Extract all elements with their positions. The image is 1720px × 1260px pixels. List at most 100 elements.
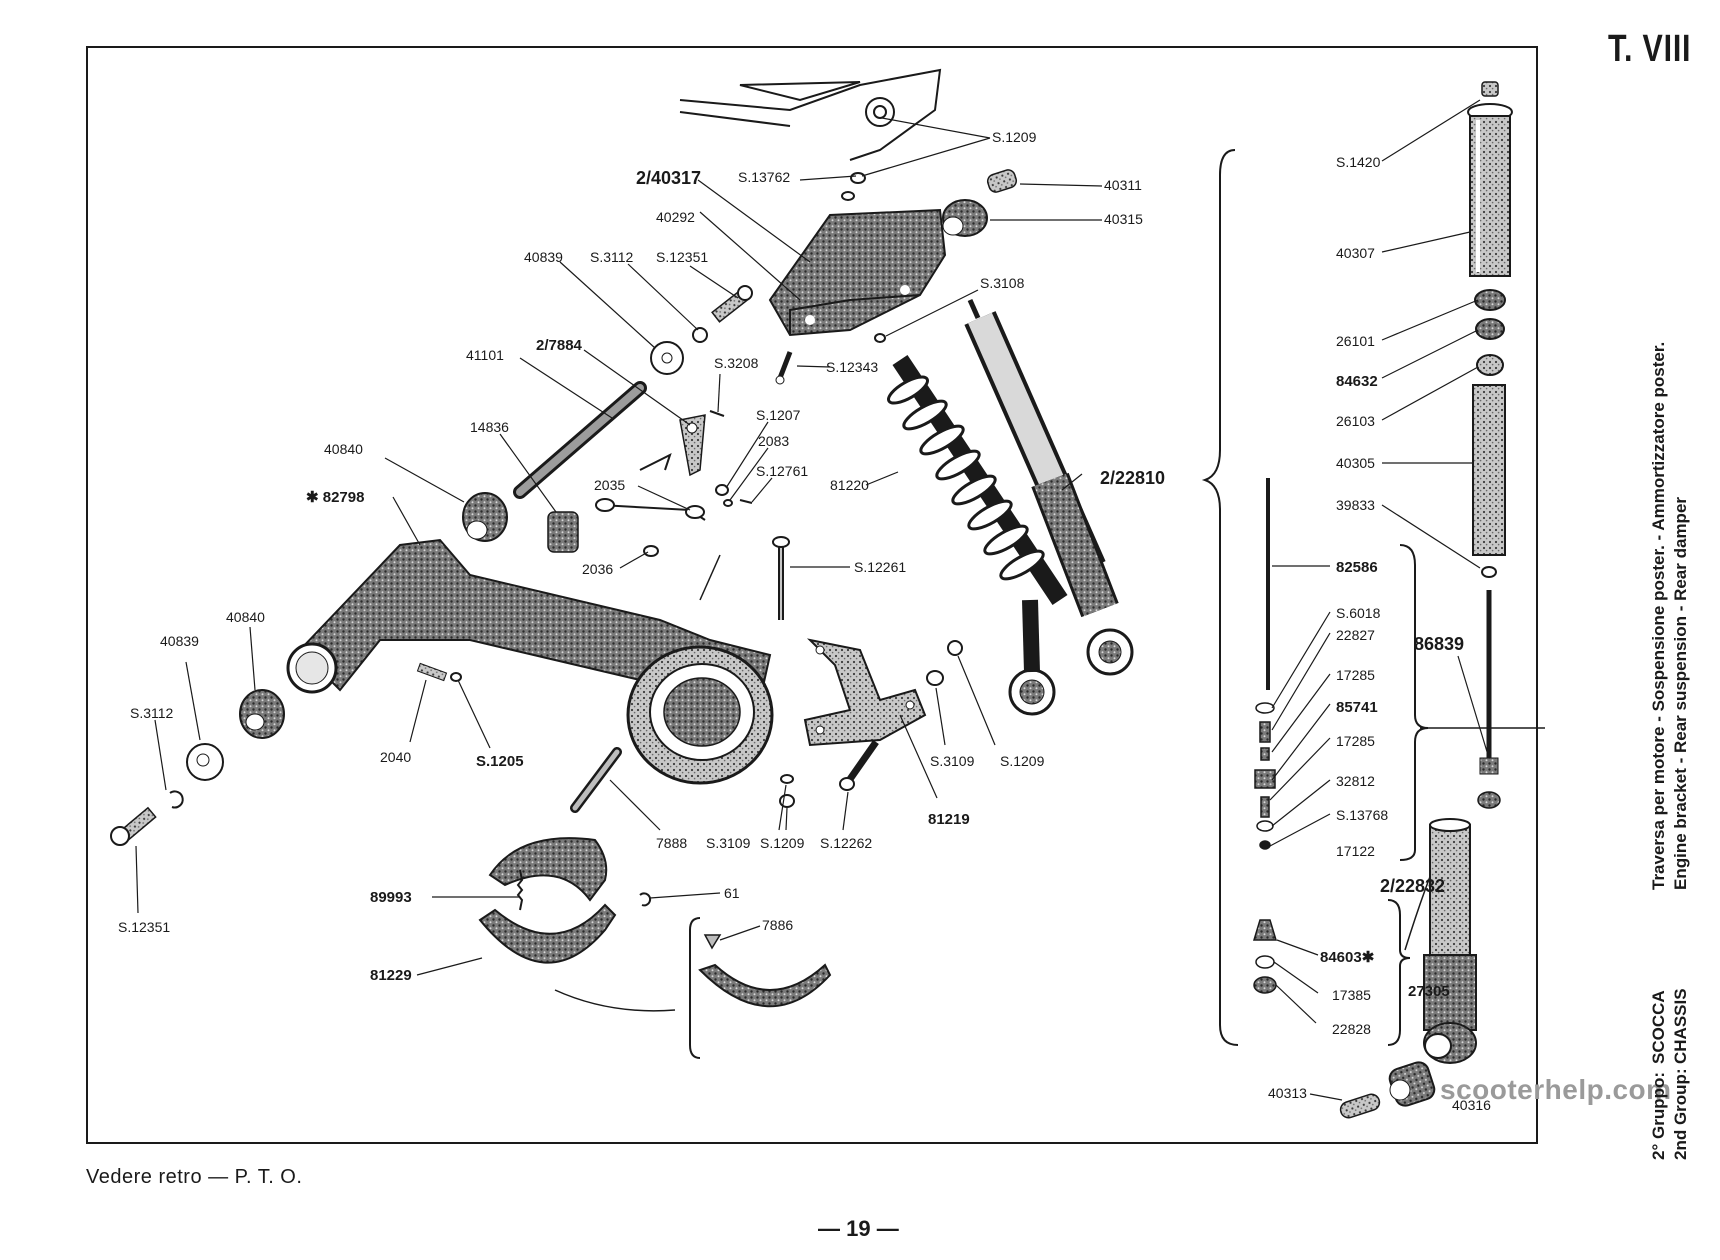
label: S.13768 (1336, 807, 1388, 823)
footer-note: Vedere retro — P. T. O. (86, 1166, 303, 1188)
group-description: Traversa per motore - Sospensione poster… (1649, 341, 1668, 890)
label: 40307 (1336, 245, 1375, 261)
chassis-frame-section (679, 68, 942, 161)
label: 41101 (466, 347, 504, 363)
label: 40316 (1452, 1097, 1491, 1113)
diagram-frame (86, 46, 1538, 1144)
label: 2/22832 (1380, 876, 1445, 896)
label: 39833 (1336, 497, 1375, 513)
label: S.3112 (130, 705, 174, 721)
rubber-14836 (547, 511, 579, 553)
label: S.3109 (930, 753, 975, 769)
bush-40313 (1339, 1093, 1381, 1119)
label: 17385 (1332, 987, 1371, 1003)
pin-7888 (570, 747, 622, 813)
bolt-s12351-left (110, 806, 157, 846)
spring-81220 (887, 355, 1068, 716)
label: S.1420 (1336, 154, 1381, 170)
washer-40839-left (186, 743, 224, 781)
washer-s3109-bottom (780, 774, 794, 784)
label: 2040 (380, 749, 411, 765)
label: S.3109 (706, 835, 751, 851)
damper-body-40305 (1472, 384, 1506, 556)
label: 89993 (370, 889, 412, 906)
rod-86839 (1477, 590, 1501, 809)
label: S.1209 (1000, 753, 1045, 769)
circlip-s3112-left (169, 790, 184, 809)
label: S.1205 (476, 753, 524, 770)
bush-40315 (942, 199, 988, 237)
label: 40305 (1336, 455, 1375, 471)
pin-2036 (643, 545, 659, 557)
plate-number: T. VIII (1608, 28, 1692, 70)
washer-40839-top (650, 327, 708, 375)
label: 22828 (1332, 1021, 1371, 1037)
label: 84632 (1336, 373, 1378, 390)
bush-40316 (1388, 1061, 1436, 1107)
label: 85741 (1336, 699, 1378, 716)
washer-s13762 (841, 172, 866, 201)
label: S.1209 (760, 835, 805, 851)
axle-41101 (513, 381, 647, 499)
label: 40292 (656, 209, 695, 225)
group-name: SCOCCA (1649, 990, 1668, 1064)
bush-40840-top (462, 492, 508, 542)
label: 40313 (1268, 1085, 1307, 1101)
label: 40840 (324, 441, 363, 457)
page-number: — 19 — (818, 1216, 899, 1241)
title-row-english: 2nd Group:CHASSISEngine bracket - Rear s… (1670, 160, 1692, 1160)
small-pins (709, 410, 753, 507)
label: S.12761 (756, 463, 808, 479)
washer-39833 (1481, 566, 1497, 578)
label: 86839 (1414, 634, 1464, 654)
label: 82586 (1336, 559, 1378, 576)
label: 40315 (1104, 211, 1143, 227)
group-prefix: 2nd Group: (1671, 1068, 1690, 1160)
label: 2/7884 (536, 337, 583, 354)
label: ✱ 82798 (306, 489, 364, 506)
damper-cap-s1420 (1467, 81, 1513, 121)
bolt-s12262 (839, 739, 879, 791)
group-description: Engine bracket - Rear suspension - Rear … (1671, 496, 1690, 890)
damper-lower-2-22832 (1423, 818, 1477, 1064)
label: S.1207 (756, 407, 801, 423)
nut-s3108 (874, 333, 886, 343)
label: 22827 (1336, 627, 1375, 643)
label: 26103 (1336, 413, 1375, 429)
label: S.3112 (590, 249, 634, 265)
spring-89993 (516, 869, 524, 911)
damper-2-22810 (964, 298, 1134, 676)
label: 40840 (226, 609, 265, 625)
label: 2036 (582, 561, 613, 577)
damper-cover-40307 (1469, 115, 1511, 277)
lever-2-7884 (679, 414, 706, 477)
label: S.12262 (820, 835, 872, 851)
label: 2/22810 (1100, 468, 1165, 488)
label: 7886 (762, 917, 793, 933)
label: 17285 (1336, 733, 1375, 749)
label: 32812 (1336, 773, 1375, 789)
label: 14836 (470, 419, 509, 435)
watermark: scooterhelp.com (1440, 1074, 1672, 1105)
ring-26103 (1476, 354, 1504, 376)
engine-bracket (768, 208, 947, 337)
label: 40839 (524, 249, 563, 265)
washer-s3109-right (926, 670, 944, 686)
label: 17285 (1336, 667, 1375, 683)
label: S.13762 (738, 169, 790, 185)
label: S.3208 (714, 355, 759, 371)
group-braces (689, 149, 1429, 1059)
parts-84603-stack (1252, 919, 1278, 994)
label: 26101 (1336, 333, 1375, 349)
title-row-italian: 2° Gruppo:SCOCCATraversa per motore - So… (1648, 160, 1670, 1160)
label: 2/40317 (636, 168, 701, 188)
label: S.12343 (826, 359, 878, 375)
clip-61 (639, 892, 652, 907)
nut-s1209-right (947, 640, 963, 656)
label: 7888 (656, 835, 687, 851)
bush-40311 (986, 169, 1018, 193)
bolt-2040 (416, 662, 462, 682)
label: S.12351 (656, 249, 708, 265)
label: 27305 (1408, 983, 1450, 1000)
